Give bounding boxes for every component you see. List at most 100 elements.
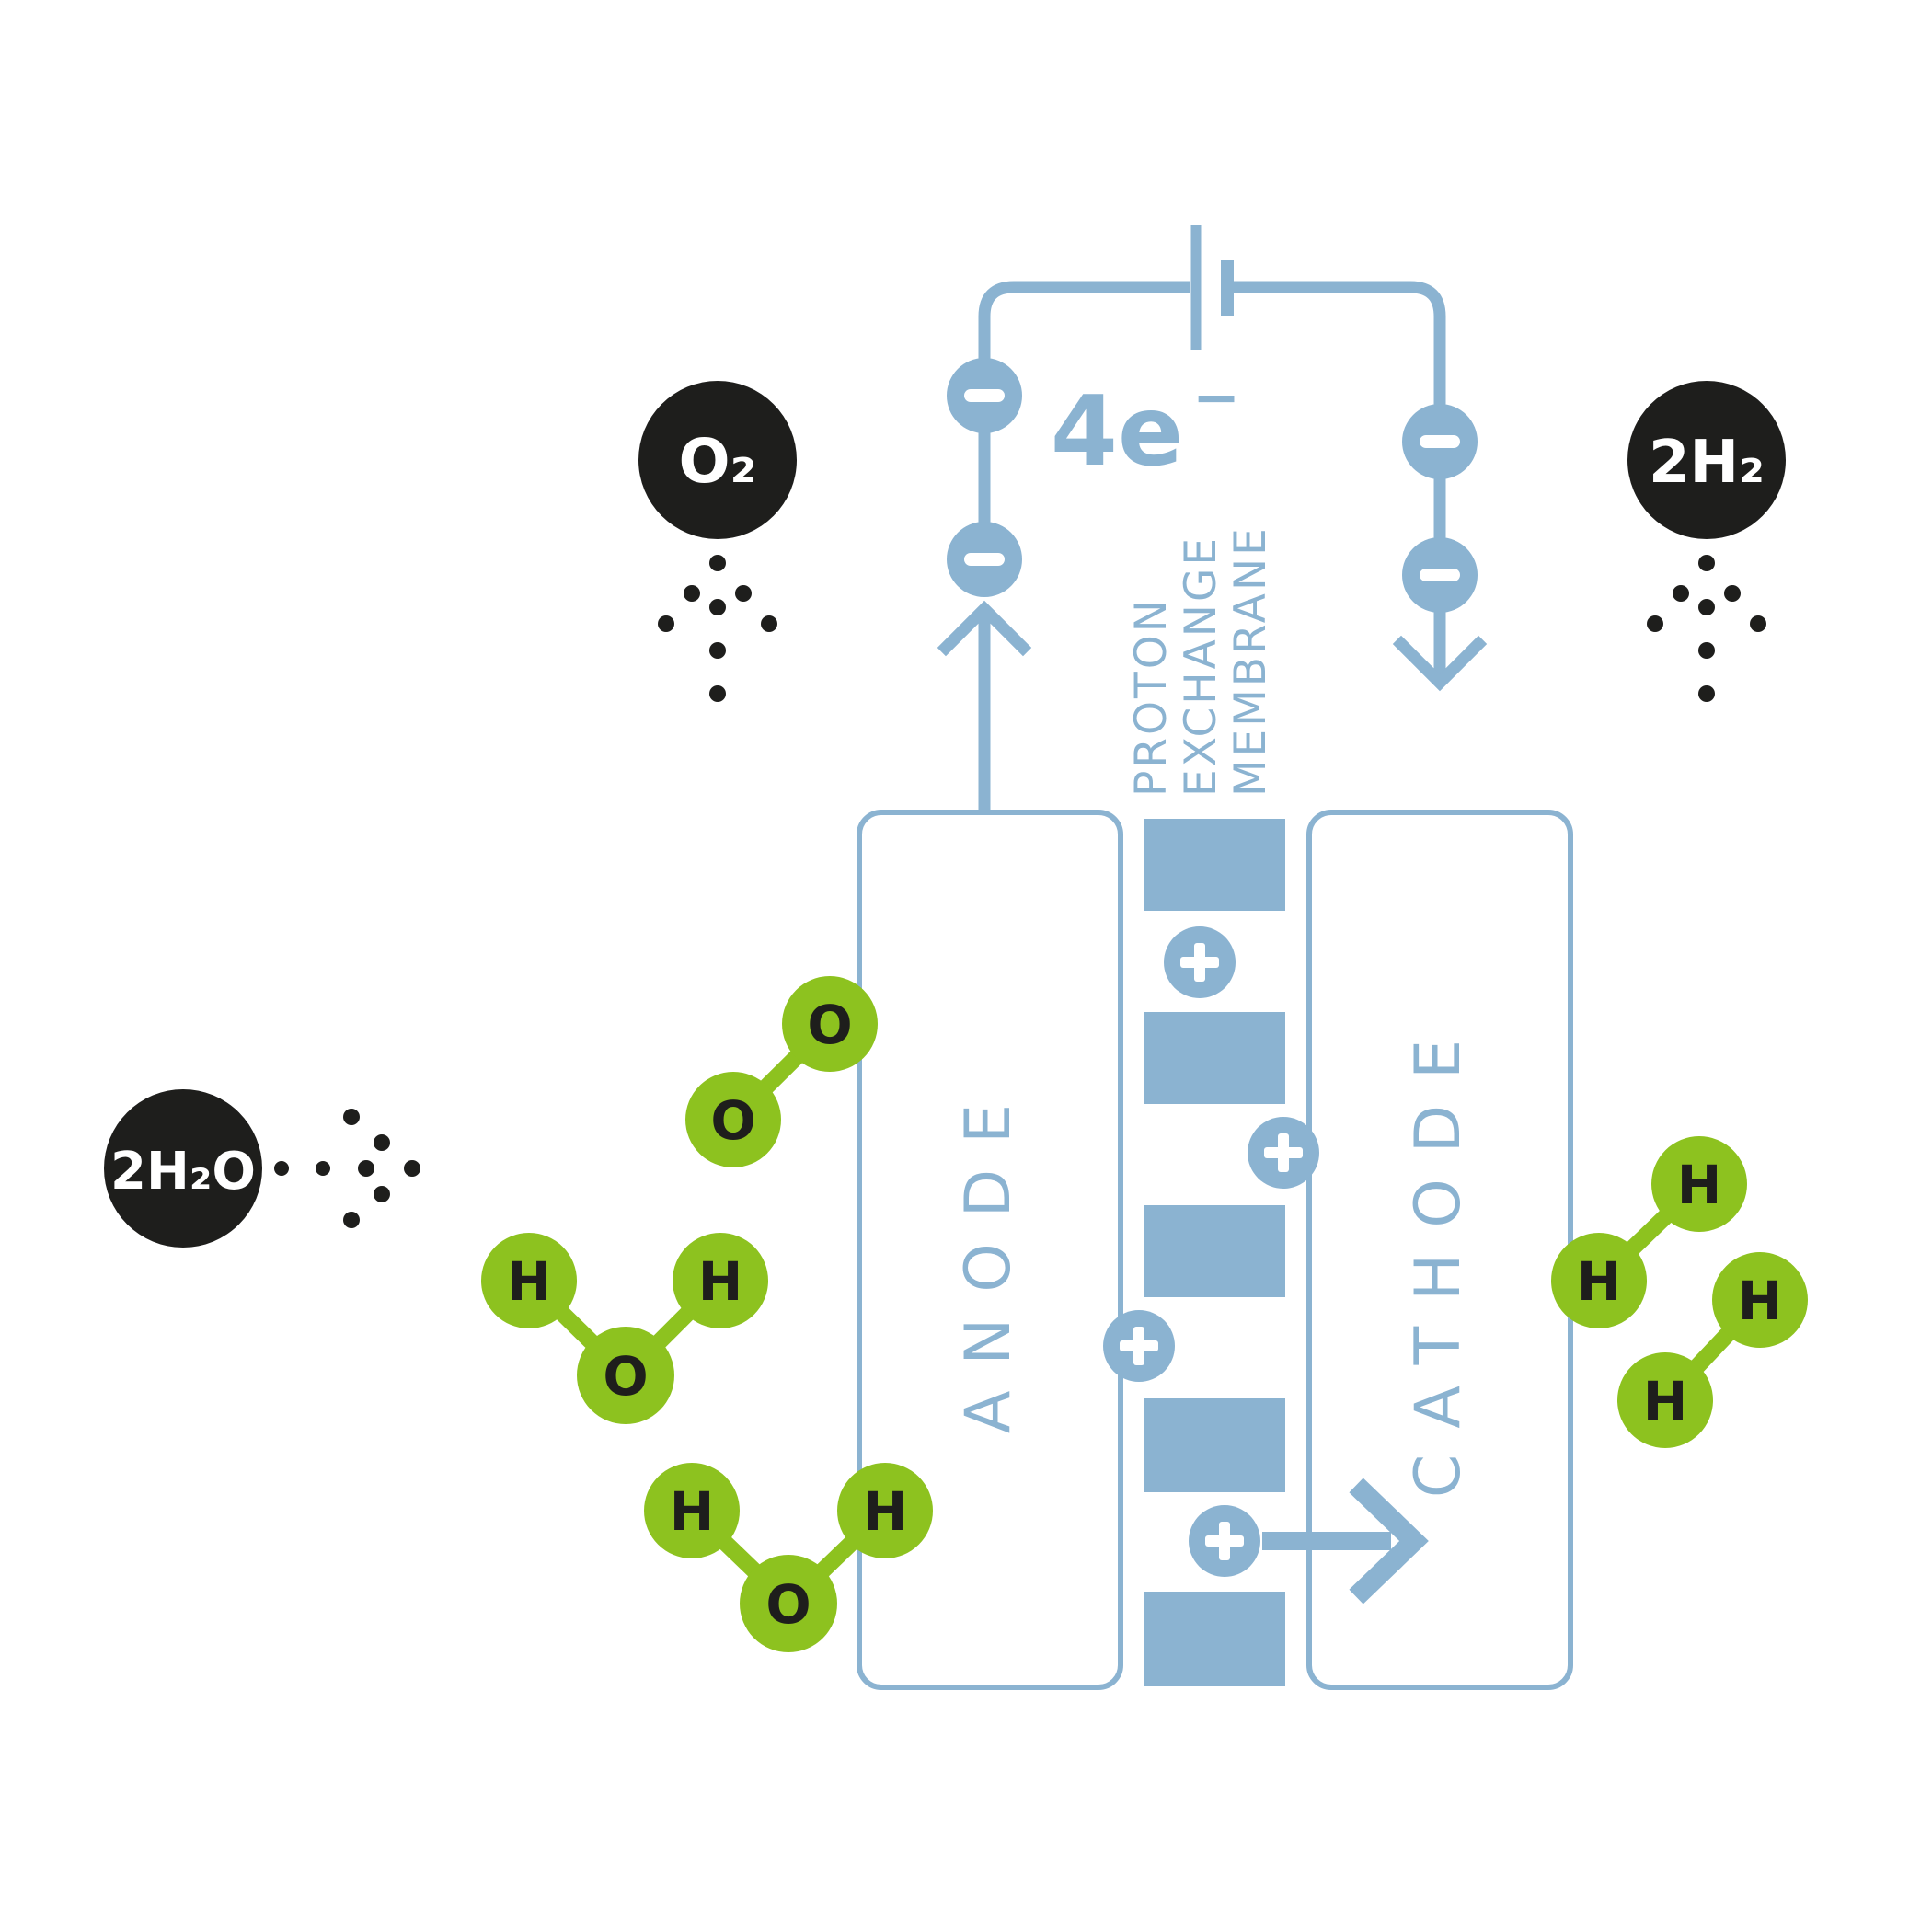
membrane-segment: [1144, 1592, 1285, 1686]
dot: [1724, 585, 1741, 602]
dot: [709, 599, 726, 615]
electrode-boxes: [857, 810, 1573, 1690]
dotted-arrow-up-oxygen: [658, 555, 777, 702]
dot: [684, 585, 700, 602]
electron-count-main: 4e: [1051, 375, 1183, 488]
atom-label-h: H: [863, 1480, 908, 1543]
membrane-title-line3: MEMBRANE: [1225, 525, 1276, 797]
dot: [1647, 615, 1663, 632]
molecule-o2: O O: [685, 976, 878, 1167]
electrons: [947, 358, 1478, 613]
arrow-right-head: [1349, 1478, 1429, 1604]
plus-icon: [1194, 943, 1205, 982]
atom-h: [1617, 1352, 1713, 1448]
membrane-segment: [1144, 1012, 1285, 1104]
electron-icon: [947, 522, 1022, 597]
arrow-up-head: [937, 600, 1032, 657]
dot: [358, 1160, 374, 1177]
dot: [343, 1109, 360, 1125]
atom-label-h: H: [698, 1250, 743, 1313]
cathode-label: CATHODE: [1402, 1014, 1475, 1498]
plus-icon: [1133, 1327, 1144, 1365]
atom-label-h: H: [670, 1480, 715, 1543]
atom-label-o: O: [710, 1089, 755, 1152]
membrane-segment: [1144, 819, 1285, 911]
membrane-column: [1144, 819, 1285, 1686]
dot: [316, 1161, 330, 1176]
oxygen-ball-label: O₂: [678, 426, 756, 497]
molecule-h2-1: H H: [1551, 1136, 1747, 1328]
proton-icon: [1189, 1505, 1260, 1577]
battery-icon: [1190, 225, 1234, 350]
atom-o: [577, 1327, 674, 1424]
minus-icon: [964, 389, 1005, 402]
membrane-segment: [1144, 1205, 1285, 1297]
atom-label-h: H: [507, 1250, 552, 1313]
electron-count-superscript: −: [1192, 363, 1240, 431]
atom-h: [481, 1233, 577, 1328]
dot: [374, 1134, 390, 1151]
dotted-arrows: [274, 555, 1766, 1228]
atom-o: [685, 1072, 781, 1167]
atom-o: [740, 1555, 837, 1652]
water-circle: [104, 1089, 262, 1248]
water-ball-label: 2H₂O: [110, 1142, 256, 1202]
atom-h: [673, 1233, 768, 1328]
dot: [404, 1160, 420, 1177]
dot: [709, 685, 726, 702]
wire-right: [1233, 281, 1446, 676]
molecule-h2-2: H H: [1617, 1252, 1808, 1448]
dot: [1698, 555, 1715, 571]
atom-h: [837, 1463, 933, 1558]
minus-icon: [1420, 435, 1460, 448]
plus-icon: [1219, 1522, 1230, 1560]
atom-label-o: O: [765, 1573, 811, 1636]
dot: [1698, 685, 1715, 702]
atom-h: [1551, 1233, 1647, 1328]
electron-arrow-down: [1392, 635, 1488, 692]
atom-label-o: O: [603, 1345, 648, 1408]
anode-box: [857, 810, 1123, 1690]
proton-arrow-right: [1262, 1478, 1429, 1604]
proton-icon: [1248, 1117, 1319, 1189]
plus-icon: [1278, 1133, 1289, 1172]
molecule-h2o-1: H H O: [481, 1233, 768, 1424]
dot: [1750, 615, 1766, 632]
atom-label-h: H: [1677, 1154, 1722, 1216]
dot: [1698, 642, 1715, 659]
dot: [709, 642, 726, 659]
dot: [274, 1161, 289, 1176]
oxygen-circle: [638, 381, 797, 539]
atom-label-o: O: [807, 994, 852, 1056]
atom-h: [1651, 1136, 1747, 1232]
dot: [374, 1186, 390, 1202]
electron-count-label: 4e−: [1051, 363, 1240, 488]
minus-icon: [1420, 569, 1460, 581]
dot: [1698, 599, 1715, 615]
membrane-title-line2: EXCHANGE: [1176, 535, 1226, 797]
wire-left: [978, 281, 1190, 593]
electron-icon: [1402, 537, 1478, 613]
atom-label-h: H: [1577, 1250, 1622, 1313]
atom-label-h: H: [1643, 1370, 1688, 1432]
atom-h: [1712, 1252, 1808, 1348]
hydrogen-ball: 2H₂: [1627, 381, 1786, 539]
dotted-arrow-right-water: [274, 1109, 420, 1228]
species-balls: O₂ 2H₂ 2H₂O: [104, 381, 1786, 1248]
circuit: [937, 225, 1488, 815]
dot: [761, 615, 777, 632]
hydrogen-circle: [1627, 381, 1786, 539]
minus-icon: [964, 553, 1005, 566]
oxygen-ball: O₂: [638, 381, 797, 539]
electron-icon: [947, 358, 1022, 433]
atom-h: [644, 1463, 740, 1558]
atom-o: [782, 976, 878, 1072]
molecule-h2o-2: H H O: [644, 1463, 933, 1652]
dotted-arrow-up-hydrogen: [1647, 555, 1766, 702]
dot: [343, 1212, 360, 1228]
protons: [1103, 926, 1429, 1604]
atom-label-h: H: [1738, 1270, 1783, 1332]
dot: [709, 555, 726, 571]
